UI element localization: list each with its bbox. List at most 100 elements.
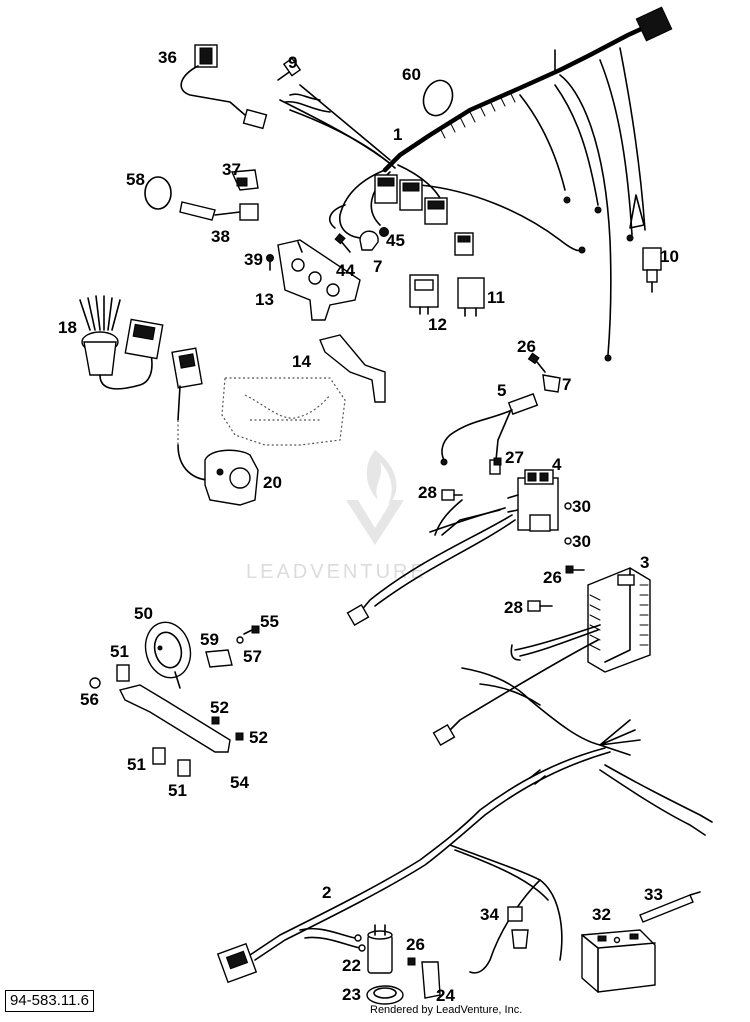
label-part-36: 36 [158, 48, 177, 67]
label-part-2: 2 [322, 883, 331, 902]
label-part-13: 13 [255, 290, 274, 309]
label-part-5: 5 [497, 381, 506, 400]
label-part-58: 58 [126, 170, 145, 189]
part-3-cdi-unit [587, 567, 651, 673]
part-14-cover [221, 334, 386, 446]
label-part-55: 55 [260, 612, 279, 631]
label-part-28-upper: 28 [418, 483, 437, 502]
part-10-pressure-switch [642, 247, 662, 293]
part-7-clip-lower [542, 374, 561, 393]
label-part-38: 38 [211, 227, 230, 246]
label-part-50: 50 [134, 604, 153, 623]
label-part-51-upper: 51 [110, 642, 129, 661]
part-33-fuse [639, 891, 701, 923]
part-34-fuse-holder [507, 906, 529, 949]
label-part-18: 18 [58, 318, 77, 337]
part-4-voltage-regulator [507, 469, 559, 532]
label-part-45: 45 [386, 231, 405, 250]
label-part-12: 12 [428, 315, 447, 334]
label-part-7-upper: 7 [373, 257, 382, 276]
label-part-32: 32 [592, 905, 611, 924]
part-11-relay [457, 277, 485, 317]
part-2-lower-harness [216, 747, 713, 984]
part-52-screw-lower [235, 732, 244, 741]
part-38-cable [179, 201, 259, 221]
part-26-screw-lower [407, 957, 416, 966]
label-part-20: 20 [263, 473, 282, 492]
watermark-text: LEADVENTURE [246, 561, 427, 583]
label-part-56: 56 [80, 690, 99, 709]
label-part-27: 27 [505, 448, 524, 467]
part-26-screw-upper [527, 352, 546, 373]
label-part-52-lower: 52 [249, 728, 268, 747]
part-28-bolt-upper [441, 489, 463, 501]
part-labels: 1 2 3 4 5 7 7 9 10 11 12 13 14 18 20 22 … [58, 48, 679, 1005]
label-part-28-lower: 28 [504, 598, 523, 617]
part-58-clip [144, 176, 172, 210]
part-37-connector [230, 169, 259, 191]
part-56-nut [89, 677, 101, 689]
part-24-bracket [421, 961, 441, 999]
cdi-harness [432, 624, 641, 756]
label-part-4: 4 [552, 455, 562, 474]
watermark-logo [346, 450, 404, 545]
label-part-34: 34 [480, 905, 499, 924]
part-55-screw [243, 625, 260, 635]
label-part-23: 23 [342, 985, 361, 1004]
label-part-60: 60 [402, 65, 421, 84]
label-part-11: 11 [487, 288, 505, 307]
label-part-26-lower: 26 [406, 935, 425, 954]
label-part-26-middle: 26 [543, 568, 562, 587]
part-28-bolt-lower [527, 600, 553, 612]
part-12-relay [409, 274, 439, 315]
part-51-clip-right [177, 759, 191, 777]
part-26-screw-middle [565, 565, 585, 574]
label-part-52-upper: 52 [210, 698, 229, 717]
part-13-bracket [277, 239, 361, 321]
label-part-51-left: 51 [127, 755, 146, 774]
label-part-22: 22 [342, 956, 361, 975]
part-50-horn [144, 621, 192, 689]
footer-credit: Rendered by LeadVenture, Inc. [370, 1004, 523, 1016]
label-part-1: 1 [393, 125, 402, 144]
part-27-screw [493, 457, 502, 466]
part-51-clip-left [152, 747, 166, 765]
label-part-30-upper: 30 [572, 497, 591, 516]
part-52-screw-upper [211, 716, 220, 725]
part-54-bracket [118, 684, 231, 753]
label-part-54: 54 [230, 773, 249, 792]
label-part-44: 44 [336, 261, 355, 280]
part-30-nut-lower [564, 537, 572, 545]
label-part-57: 57 [243, 647, 262, 666]
part-9-terminal [277, 57, 331, 113]
label-part-37: 37 [222, 160, 241, 179]
label-part-30-lower: 30 [572, 532, 591, 551]
regulator-harness [346, 499, 516, 627]
label-part-7-lower: 7 [562, 375, 571, 394]
diagram-reference-code: 94-583.11.6 [5, 990, 94, 1012]
part-22-capacitor [367, 924, 393, 974]
label-part-24: 24 [436, 986, 455, 1005]
part-23-clamp [366, 985, 404, 1005]
part-60-cable-tie [422, 79, 454, 117]
label-part-10: 10 [660, 247, 679, 266]
part-44-bolt [334, 233, 351, 253]
part-51-clip-upper [116, 664, 130, 682]
part-39-screw [266, 254, 274, 271]
part-18-connector-housing [79, 295, 164, 390]
part-5-cable [440, 393, 539, 475]
main-wiring-harness [279, 6, 673, 362]
part-36-sensor [180, 44, 268, 130]
label-part-59: 59 [200, 630, 219, 649]
label-part-9: 9 [288, 53, 297, 72]
label-part-39: 39 [244, 250, 263, 269]
label-part-14: 14 [292, 352, 311, 371]
part-7-clamp-upper [359, 230, 379, 251]
part-30-nut-upper [564, 502, 572, 510]
part-59-clip [205, 649, 233, 668]
part-57-washer [236, 636, 244, 644]
label-part-3: 3 [640, 553, 649, 572]
part-20-handlebar-switch [171, 347, 259, 506]
label-part-26-upper: 26 [517, 337, 536, 356]
